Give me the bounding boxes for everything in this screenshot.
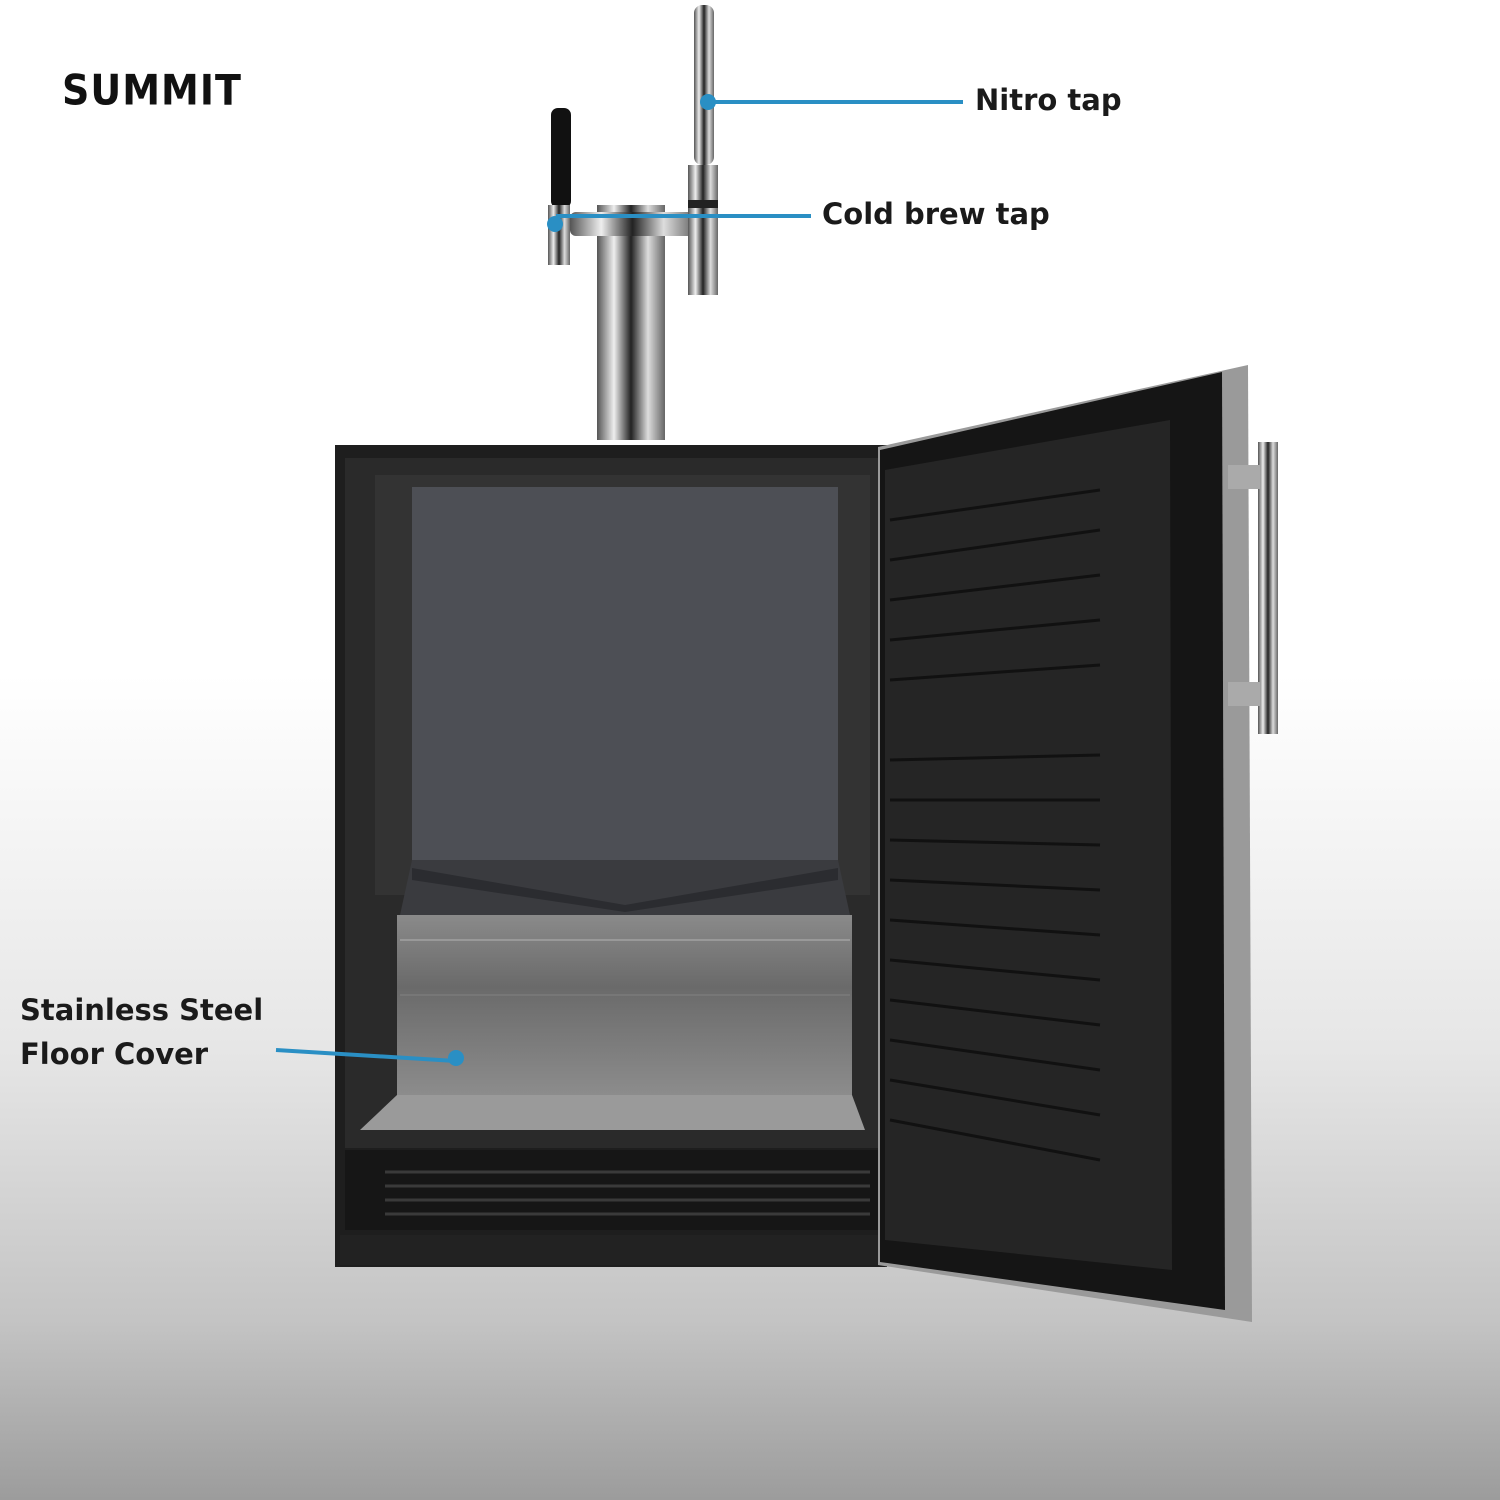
tap-tower-collar	[570, 212, 695, 236]
door-inner-panel	[885, 420, 1172, 1270]
summit-logo: SUMMIT	[62, 65, 242, 115]
nitro-tap-callout-dot	[700, 94, 716, 110]
vent-slats	[385, 1170, 870, 1216]
cold-brew-callout-line	[556, 214, 811, 218]
nitro-tap-band	[688, 200, 718, 208]
stainless-floor-cover	[397, 915, 852, 1095]
door-handle-mount-bottom	[1228, 682, 1260, 706]
nitro-tap-callout-line	[708, 100, 963, 104]
back-panel	[412, 487, 838, 860]
nitro-tap-label: Nitro tap	[975, 83, 1122, 117]
door-handle-mount-top	[1228, 465, 1260, 489]
floor-cover-label-line2: Floor Cover	[20, 1037, 209, 1071]
vent-grille	[345, 1150, 885, 1230]
door-handle	[1258, 442, 1278, 734]
floor-cover-front-edge	[360, 1095, 865, 1130]
cold-brew-callout-dot	[547, 216, 563, 232]
interior-shelf-ledge	[400, 860, 850, 915]
fridge-base	[340, 1235, 885, 1265]
cold-brew-tap-label: Cold brew tap	[822, 197, 1050, 231]
floor-cover-callout-dot	[448, 1050, 464, 1066]
door-ridges	[889, 488, 1101, 1162]
nitro-tap-handle	[694, 5, 714, 165]
interior-shelf-lip	[412, 868, 838, 912]
floor-cover-label-line1: Stainless Steel	[20, 993, 264, 1027]
nitro-tap-faucet	[688, 165, 718, 295]
tap-tower	[597, 205, 665, 440]
floor-cover-label: Stainless Steel Floor Cover	[20, 988, 263, 1076]
cold-brew-tap-handle	[551, 108, 571, 208]
